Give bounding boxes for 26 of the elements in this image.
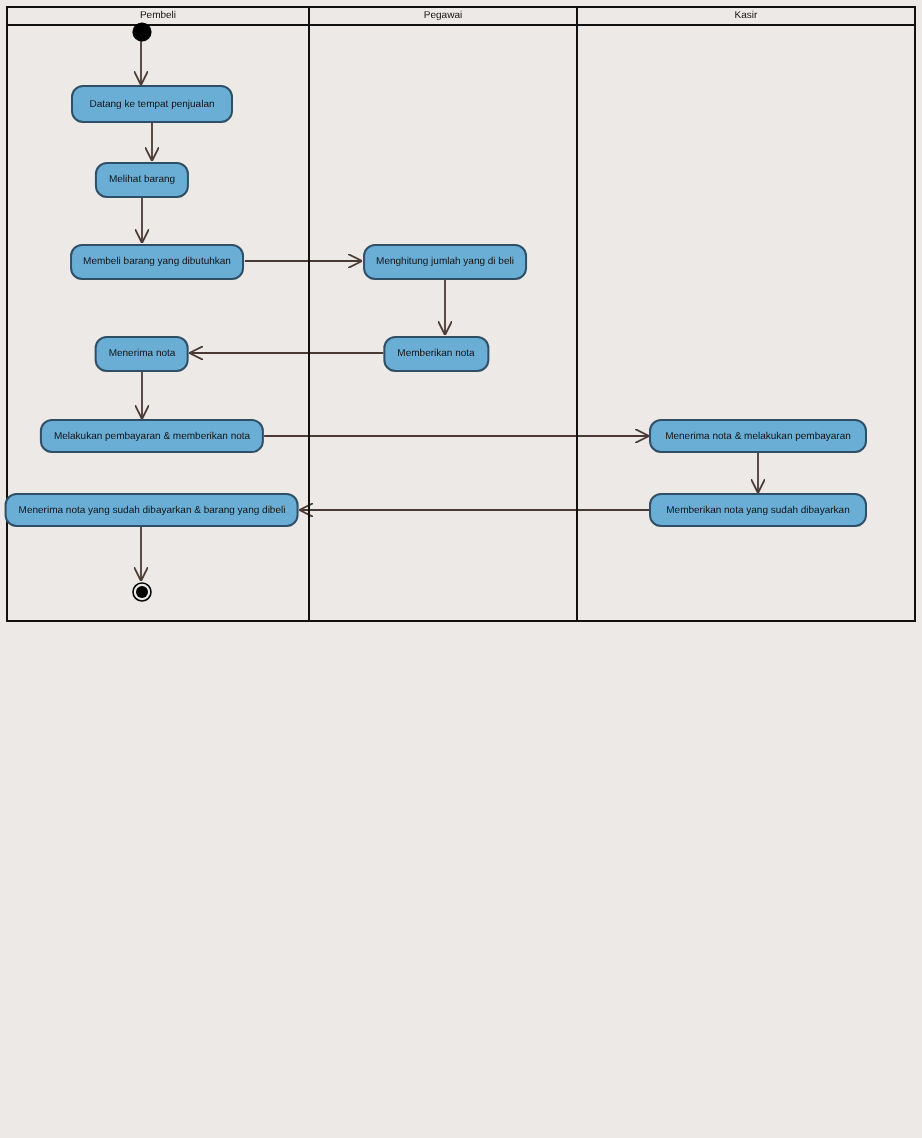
- activity-box: [71, 85, 233, 123]
- activity-box: [4, 493, 300, 527]
- swimlane: [576, 6, 916, 622]
- activity-box: [362, 243, 528, 279]
- end-node: [131, 581, 151, 601]
- arrow: [134, 370, 150, 420]
- swimlane: [6, 6, 310, 622]
- arrow: [133, 526, 149, 582]
- activity-box: [94, 335, 190, 371]
- arrow: [437, 278, 453, 336]
- arrow: [298, 502, 650, 518]
- activity-box: [39, 419, 265, 453]
- activity-box: [649, 493, 867, 527]
- activity-box: [383, 335, 489, 371]
- arrow: [134, 196, 150, 244]
- start-node: [131, 21, 151, 41]
- swimlane: [308, 6, 578, 622]
- arrow: [133, 40, 149, 86]
- arrow: [263, 428, 650, 444]
- arrow: [144, 122, 160, 162]
- activity-box: [649, 419, 867, 453]
- arrow: [750, 452, 766, 494]
- arrow: [244, 253, 363, 269]
- arrow: [188, 345, 385, 361]
- activity-box: [69, 243, 245, 279]
- activity-box: [94, 161, 190, 197]
